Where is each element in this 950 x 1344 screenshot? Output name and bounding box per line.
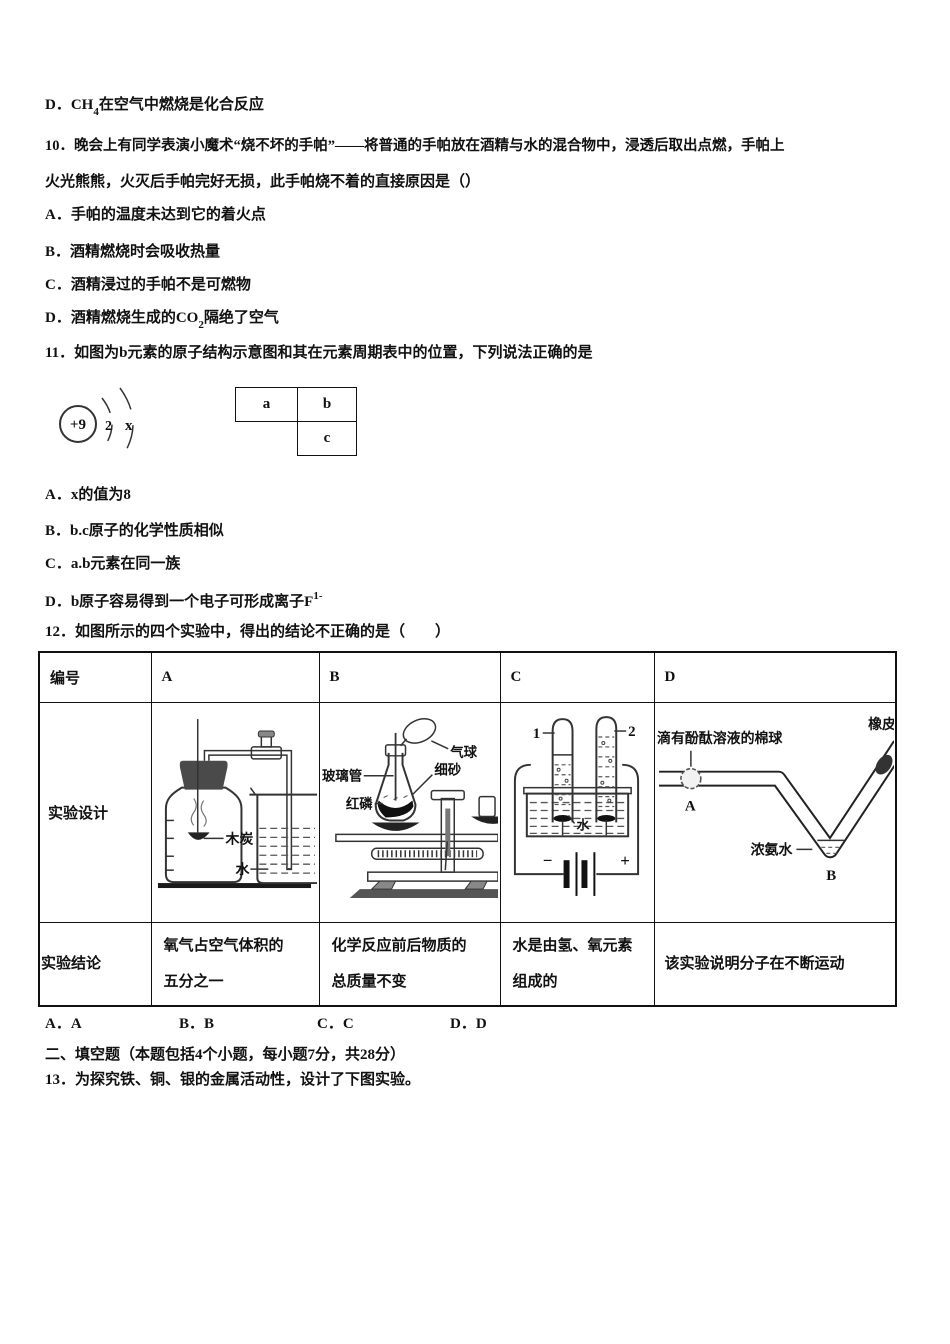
q12-answer-a: A．A: [45, 1016, 82, 1032]
grid-cell-b: b: [297, 387, 357, 422]
sand-label: 细砂: [434, 762, 461, 778]
q11-stem: 11．如图为b元素的原子结构示意图和其在元素周期表中的位置，下列说法正确的是: [45, 345, 593, 361]
rubber-stopper-shape: [875, 754, 892, 775]
nucleus-charge-label: +9: [70, 417, 86, 433]
q11-option-b: B．b.c原子的化学性质相似: [45, 523, 224, 539]
q11-option-c: C．a.b元素在同一族: [45, 556, 181, 572]
q9-option-d: D．CH4在空气中燃烧是化合反应: [45, 96, 264, 120]
q10-option-d-text2: 隔绝了空气: [203, 310, 279, 326]
q10-option-a: A．手帕的温度未达到它的着火点: [45, 207, 266, 223]
right-pan: [470, 816, 498, 824]
conclusion-a: 氧气占空气体积的五分之一: [150, 922, 320, 1007]
q13-stem: 13．为探究铁、铜、银的金属活动性，设计了下图实验。: [45, 1072, 421, 1088]
q11-option-d-text: D．b原子容易得到一个电子可形成离子F: [45, 594, 314, 610]
balloon-shape: [402, 718, 436, 744]
q10-option-b: B．酒精燃烧时会吸收热量: [45, 244, 221, 260]
rubber-label: 橡皮: [868, 716, 894, 733]
design-row-label: 实验设计: [38, 702, 152, 923]
balloon-label: 气球: [449, 744, 477, 760]
minus-terminal-label: −: [542, 851, 552, 870]
q10-stem-line2: 火光熊熊，火灭后手帕完好无损，此手帕烧不着的直接原因是（）: [45, 174, 481, 190]
q9-option-d-text: D．CH: [45, 97, 94, 113]
q12-answer-b: B．B: [179, 1016, 215, 1032]
experiment-a-cell: 木炭 水: [150, 702, 320, 923]
cotton-label: 滴有酚酞溶液的棉球: [657, 730, 782, 747]
header-number: 编号: [38, 651, 152, 703]
header-d: D: [653, 651, 897, 703]
shell2-electrons-label: x: [125, 418, 133, 434]
charcoal-label: 木炭: [224, 830, 253, 847]
atomic-structure-diagram: +9 2 x: [59, 387, 134, 461]
q12-answer-d: D．D: [450, 1016, 487, 1032]
experiment-d-cell: 滴有酚酞溶液的棉球 A 浓氨水 B 橡皮: [653, 702, 897, 923]
red-phosphorus-label: 红磷: [345, 796, 372, 812]
experiment-a-diagram: 木炭 水: [157, 719, 317, 889]
q10-stem-line1: 10．晚会上有同学表演小魔术“烧不坏的手帕”——将普通的手帕放在酒精与水的混合物…: [45, 138, 785, 154]
q12-answer-row: A．A B．B C．C D．D: [45, 1012, 487, 1033]
plus-terminal-label: +: [620, 851, 630, 870]
conclusion-b: 化学反应前后物质的总质量不变: [318, 922, 501, 1007]
q9-option-d-subscript: 4: [93, 106, 99, 118]
experiment-c-cell: 1 2 水 − +: [499, 702, 655, 923]
header-a: A: [150, 651, 320, 703]
q12-answer-c: C．C: [317, 1016, 354, 1032]
header-b: B: [318, 651, 501, 703]
shell1-electrons-label: 2: [105, 419, 112, 434]
conclusion-row: 实验结论 氧气占空气体积的五分之一 化学反应前后物质的总质量不变 水是由氢、氧元…: [38, 922, 897, 1007]
q10-option-d: D．酒精燃烧生成的CO2隔绝了空气: [45, 309, 279, 333]
section2-heading: 二、填空题（本题包括4个小题，每小题7分，共28分）: [45, 1047, 406, 1063]
experiment-b-diagram: 气球 细砂 玻璃管 红磷: [321, 718, 498, 899]
periodic-table-position: a b c: [235, 387, 357, 456]
water-label-a: 水: [235, 861, 250, 878]
q10-option-d-text: D．酒精燃烧生成的CO: [45, 310, 199, 326]
smoke-squiggle: [190, 798, 197, 826]
q10-option-d-subscript: 2: [198, 319, 204, 331]
conclusion-row-label: 实验结论: [38, 922, 152, 1007]
weight: [477, 795, 496, 818]
water-label-c: 水: [576, 817, 590, 832]
design-row: 实验设计: [38, 702, 897, 923]
point-a-label: A: [684, 799, 695, 815]
q11-option-d-superscript: 1-: [313, 590, 323, 602]
point-b-label: B: [826, 868, 836, 884]
q9-option-d-text2: 在空气中燃烧是化合反应: [98, 97, 264, 113]
balance-ruler: [370, 847, 484, 860]
header-c: C: [499, 651, 655, 703]
glass-tube-label: 玻璃管: [321, 768, 361, 784]
conclusion-c: 水是由氢、氧元素组成的: [499, 922, 655, 1007]
q12-stem: 12．如图所示的四个实验中，得出的结论不正确的是（ ）: [45, 624, 451, 640]
q11-option-a: A．x的值为8: [45, 487, 131, 503]
grid-cell-c: c: [297, 421, 357, 456]
q10-option-c: C．酒精浸过的手帕不是可燃物: [45, 277, 251, 293]
ammonia-label: 浓氨水: [750, 841, 793, 858]
experiment-d-diagram: 滴有酚酞溶液的棉球 A 浓氨水 B 橡皮: [657, 716, 894, 884]
left-pan: [371, 822, 419, 831]
tube2-label: 2: [628, 724, 635, 740]
grid-cell-a: a: [235, 387, 298, 422]
grid-cell-empty: [236, 422, 298, 456]
cotton-ball-shape: [679, 767, 702, 790]
conclusion-d: 该实验说明分子在不断运动: [653, 922, 897, 1007]
tube1-label: 1: [532, 726, 539, 742]
experiments-table: 编号 A B C D 实验设计: [38, 651, 897, 1007]
experiment-b-cell: 气球 细砂 玻璃管 红磷: [318, 702, 501, 923]
q11-option-d: D．b原子容易得到一个电子可形成离子F1-: [45, 588, 323, 612]
q11-figure: +9 2 x a b c: [48, 374, 357, 469]
experiment-c-diagram: 1 2 水 − +: [513, 716, 639, 896]
table-header-row: 编号 A B C D: [38, 651, 897, 703]
